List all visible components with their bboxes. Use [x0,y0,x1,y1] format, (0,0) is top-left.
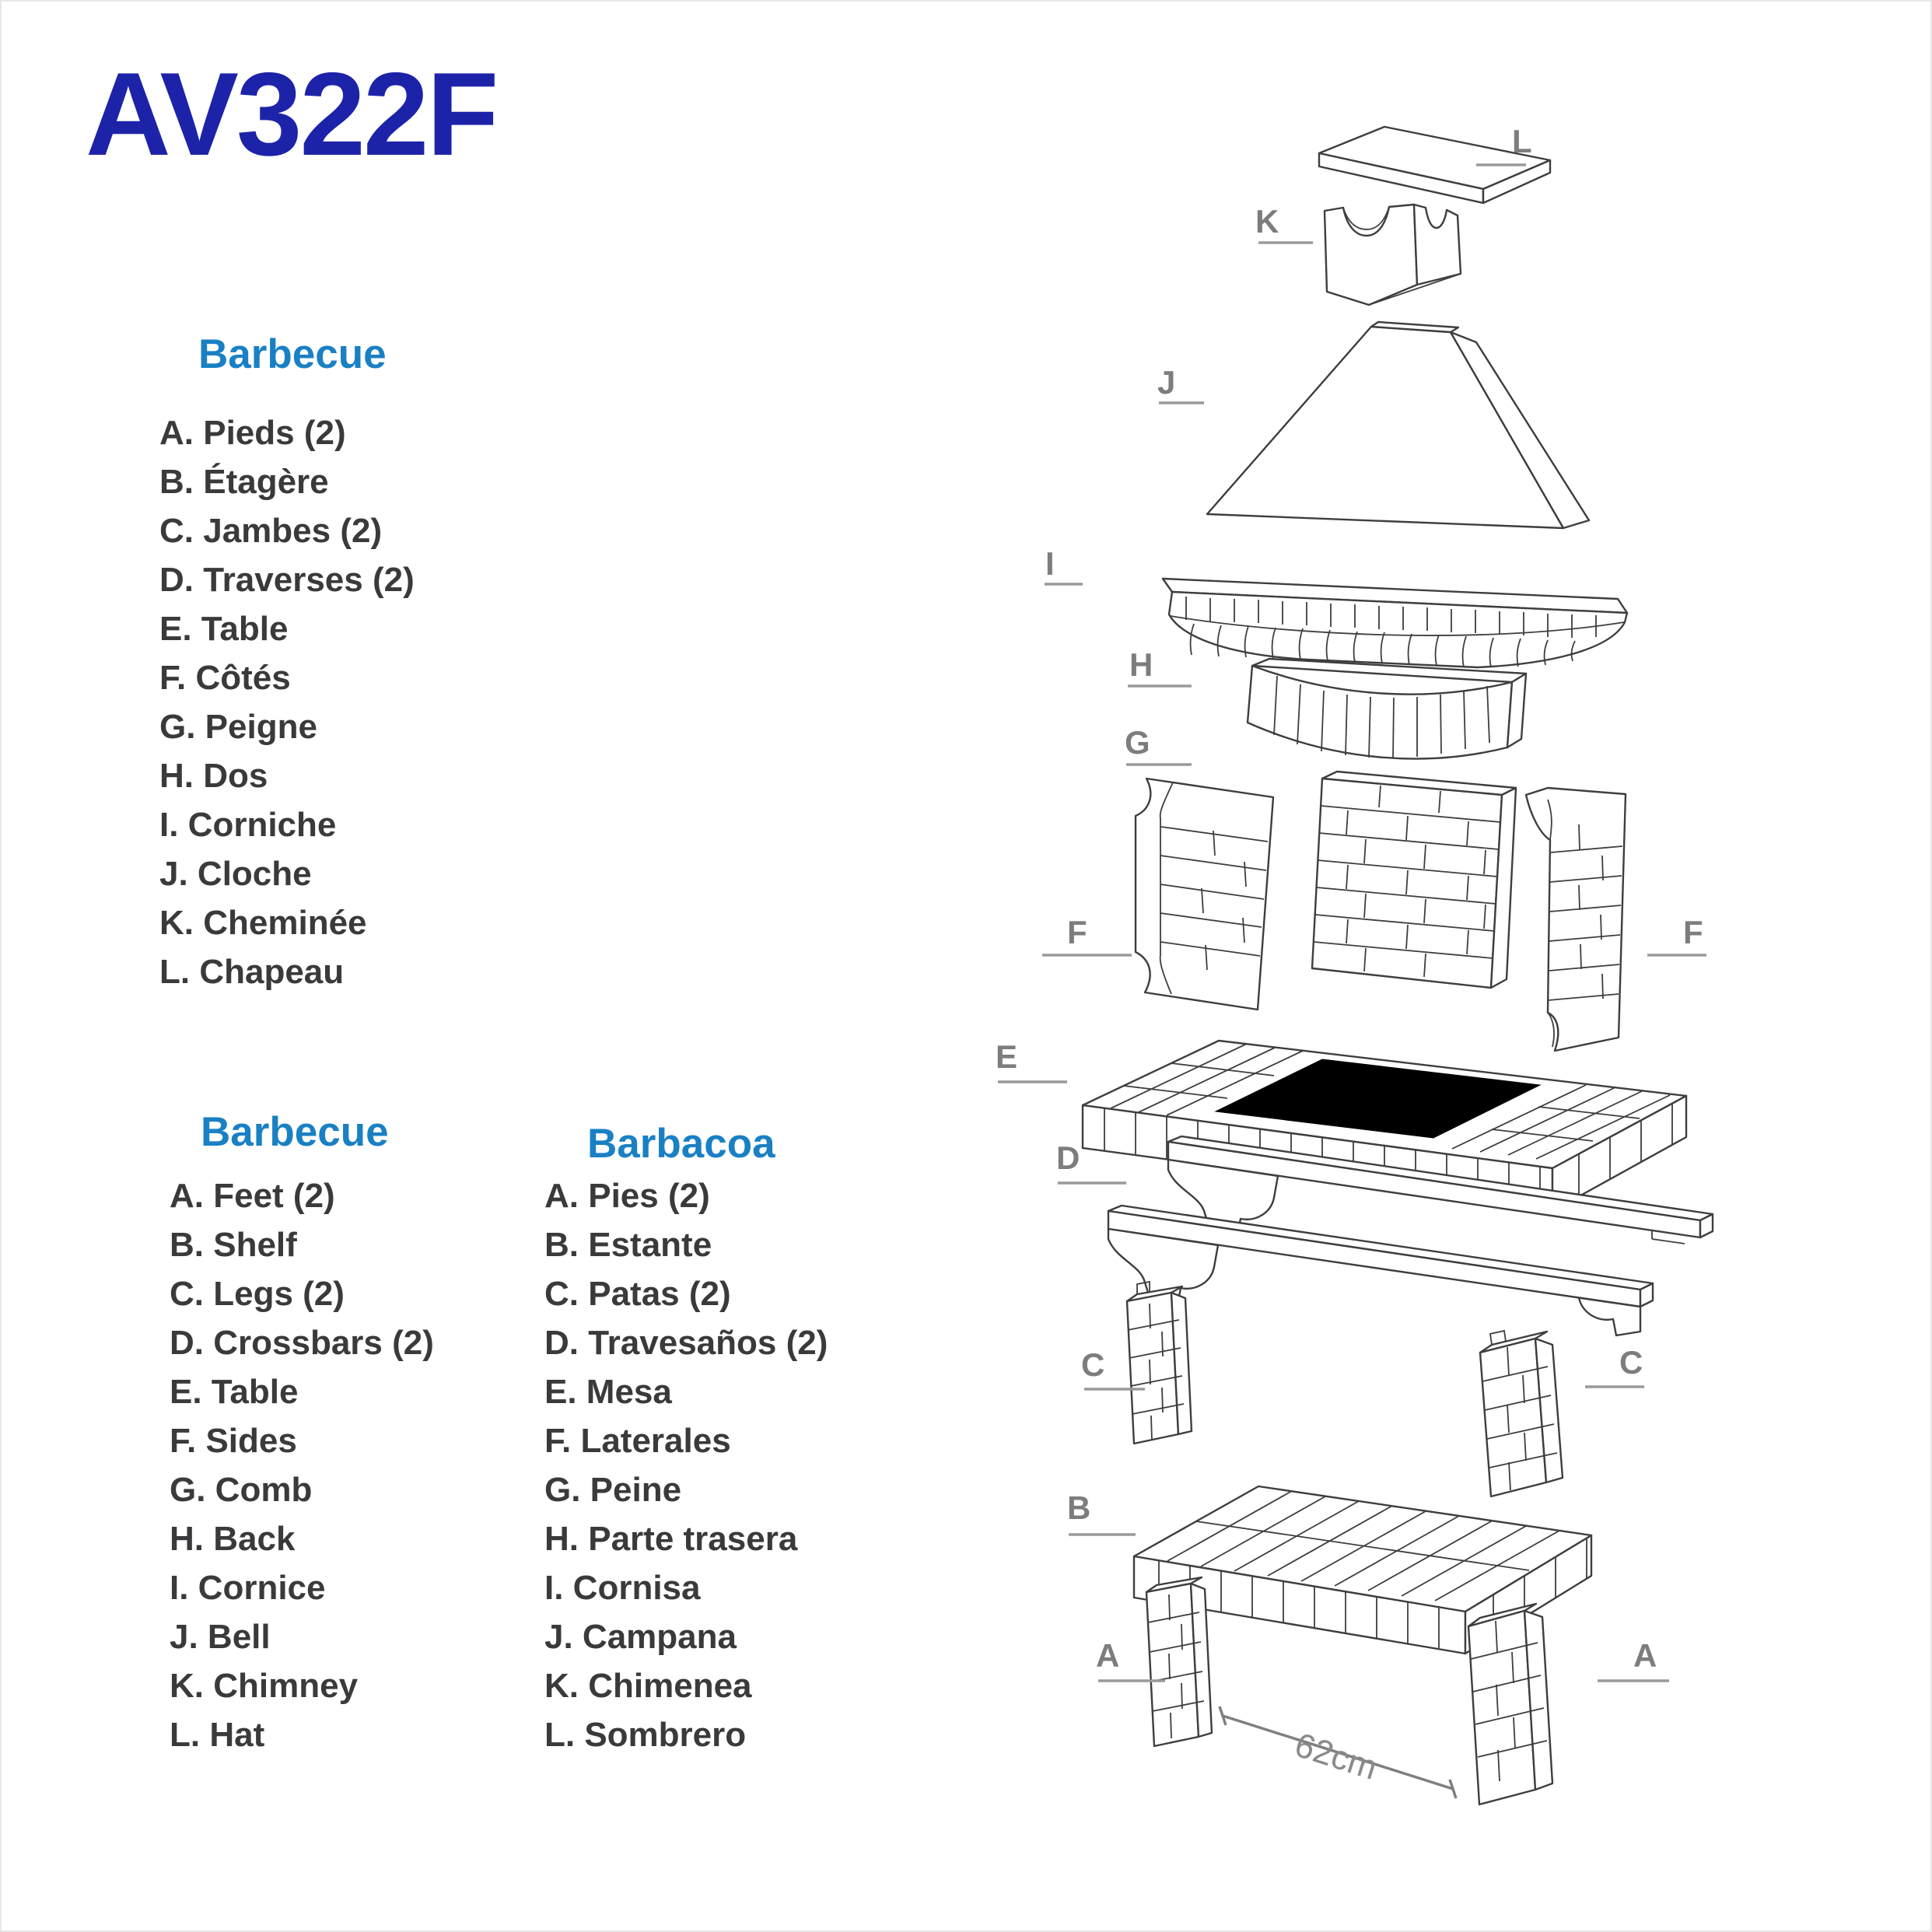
diagram-label-c-right: C [1619,1344,1643,1381]
list-item: A. Pieds (2) [159,414,346,452]
list-item: J. Bell [170,1618,271,1656]
diagram-label-h: H [1129,646,1153,683]
list-item: F. Sides [170,1422,297,1460]
part-cornice [1161,577,1629,669]
part-leg-left [1125,1280,1193,1445]
part-back [1246,657,1528,760]
list-item: A. Pies (2) [544,1177,710,1215]
diagram-label-j: J [1157,364,1175,401]
list-item: F. Laterales [544,1422,731,1460]
parts-list-heading-es: Barbacoa [587,1121,775,1167]
part-chimney [1323,203,1462,306]
list-item: E. Table [159,610,289,648]
diagram-label-f-left: F [1067,914,1087,950]
list-item: K. Chimney [170,1667,359,1705]
diagram-label-d: D [1056,1139,1080,1176]
parts-list-french: Barbecue A. Pieds (2) B. Étagère C. Jamb… [159,331,415,996]
list-item: G. Peine [544,1471,682,1509]
diagram-label-b: B [1067,1489,1090,1526]
part-crossbar-2 [1107,1204,1654,1337]
list-item: I. Cornice [170,1569,326,1607]
list-item: J. Campana [544,1618,737,1656]
dimension-text: 62cm [1290,1726,1381,1787]
part-foot-right [1467,1602,1554,1806]
part-comb [1311,770,1517,989]
part-table [1081,1039,1688,1213]
diagram-label-g: G [1125,724,1150,761]
list-item: G. Peigne [159,708,317,746]
part-foot-left [1145,1576,1213,1748]
diagram-label-f-right: F [1683,914,1703,950]
part-side-left [1134,777,1275,1011]
list-item: E. Mesa [544,1373,672,1411]
diagram-label-a-left: A [1096,1637,1119,1674]
list-item: F. Côtés [159,659,291,697]
list-item: D. Traverses (2) [159,561,415,599]
grill-opening [1214,1059,1542,1139]
page-title: AV322F [86,48,499,180]
list-item: H. Back [170,1520,296,1558]
diagram-label-c-left: C [1081,1346,1104,1383]
parts-list-english: Barbecue A. Feet (2) B. Shelf C. Legs (2… [170,1108,434,1759]
part-crossbar-1 [1167,1135,1714,1244]
list-item: B. Estante [544,1226,712,1264]
parts-list-heading-fr: Barbecue [198,331,387,377]
diagram-label-e: E [996,1038,1017,1075]
list-item: H. Dos [159,757,268,795]
diagram-label-a-right: A [1633,1637,1657,1674]
part-side-right [1524,786,1627,1052]
parts-list-items-en: A. Feet (2) B. Shelf C. Legs (2) D. Cros… [170,1171,434,1759]
list-item: C. Patas (2) [544,1275,731,1313]
part-bell [1206,320,1591,530]
parts-list-spanish: Barbacoa A. Pies (2) B. Estante C. Patas… [544,1120,828,1759]
list-item: I. Corniche [159,806,337,844]
list-item: L. Sombrero [544,1716,747,1754]
list-item: L. Chapeau [159,953,345,991]
list-item: G. Comb [170,1471,313,1509]
list-item: K. Cheminée [159,904,367,942]
diagram-label-k: K [1255,203,1279,240]
list-item: J. Cloche [159,855,312,893]
list-item: L. Hat [170,1716,265,1754]
list-item: I. Cornisa [544,1569,701,1607]
parts-list-items-es: A. Pies (2) B. Estante C. Patas (2) D. T… [544,1171,828,1759]
list-item: E. Table [170,1373,299,1411]
diagram-label-l: L [1512,123,1532,159]
list-item: D. Crossbars (2) [170,1324,434,1362]
list-item: C. Jambes (2) [159,512,383,550]
parts-list-heading-en: Barbecue [201,1109,389,1155]
parts-list-items-fr: A. Pieds (2) B. Étagère C. Jambes (2) D.… [159,408,415,996]
list-item: D. Travesaños (2) [544,1324,828,1362]
list-item: B. Étagère [159,463,329,501]
part-leg-right [1479,1329,1564,1498]
list-item: H. Parte trasera [544,1520,798,1558]
dimension-62cm: 62cm [1218,1706,1458,1799]
list-item: C. Legs (2) [170,1275,345,1313]
list-item: K. Chimenea [544,1667,752,1705]
list-item: A. Feet (2) [170,1177,335,1215]
part-hat [1318,125,1552,205]
list-item: B. Shelf [170,1226,297,1264]
diagram-label-i: I [1045,545,1055,582]
